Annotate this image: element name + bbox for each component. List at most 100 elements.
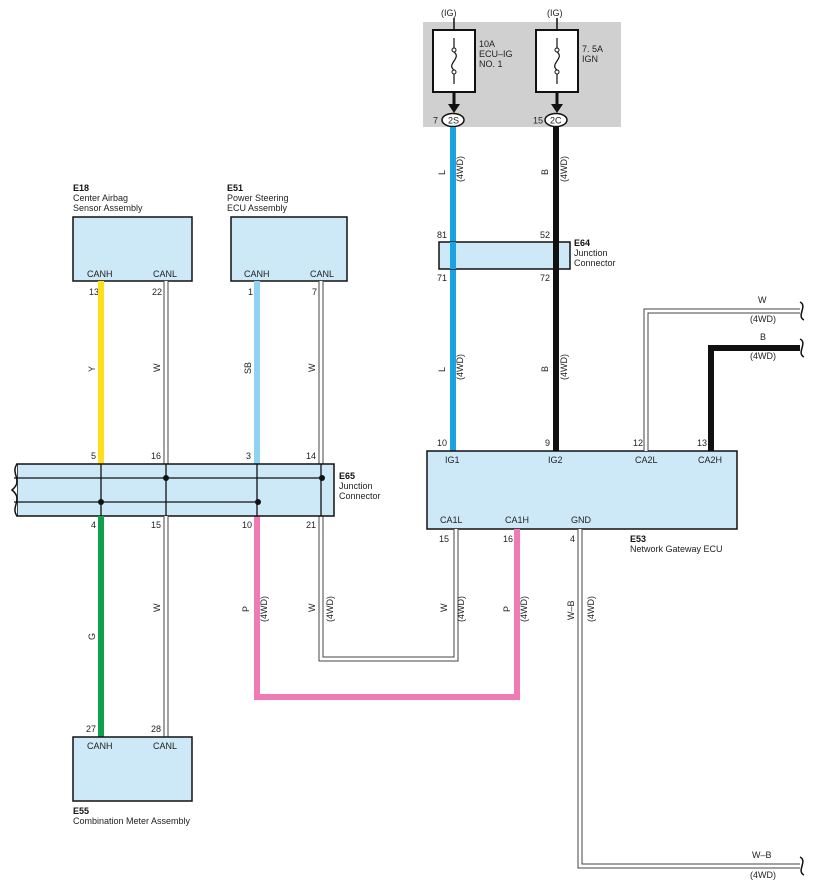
e51-name2: ECU Assembly xyxy=(227,203,288,213)
e53-code: E53 xyxy=(630,534,646,544)
e51-name1: Power Steering xyxy=(227,193,289,203)
e51-power-steering-ecu xyxy=(230,216,348,282)
e65-splice-dot xyxy=(255,499,261,505)
wire-p-ca1h xyxy=(254,516,520,700)
e53-pin-ca1l: CA1L xyxy=(440,515,463,525)
break-mark-w-icon xyxy=(799,301,805,321)
e55-pin-canl: CANL xyxy=(153,741,177,751)
e53-name: Network Gateway ECU xyxy=(630,544,723,554)
wire-variant-wb-right: (4WD) xyxy=(750,870,776,880)
e64-pin-72: 72 xyxy=(540,273,550,283)
wire-label-w-e51: W xyxy=(307,363,317,372)
e53-pin-ca1h: CA1H xyxy=(505,515,529,525)
wire-b-ca2h xyxy=(708,345,800,451)
fuse2-supply: (IG) xyxy=(547,8,563,18)
e65-pin-4: 4 xyxy=(91,520,96,530)
e65-pin-5: 5 xyxy=(91,451,96,461)
wire-variant-p-ca1h: (4WD) xyxy=(519,596,529,622)
wire-label-wb-right: W–B xyxy=(752,850,772,860)
wire-label-w-ca2l: W xyxy=(758,295,767,305)
e53-pin-gnd: GND xyxy=(571,515,592,525)
e65-code: E65 xyxy=(339,471,355,481)
e53-num-ig2: 9 xyxy=(545,438,550,448)
wire-label-p-e65-10: P xyxy=(241,606,251,612)
wire-label-g: G xyxy=(87,633,97,640)
wire-label-w-ca1l: W xyxy=(439,603,449,612)
wire-label-l-upper: L xyxy=(437,170,447,175)
e65-pin-16: 16 xyxy=(151,451,161,461)
e53-num-ca2h: 13 xyxy=(697,438,707,448)
e53-num-ca2l: 12 xyxy=(633,438,643,448)
e64-pin-81: 81 xyxy=(437,230,447,240)
wire-label-sb: SB xyxy=(243,362,253,374)
wire-label-p-ca1h: P xyxy=(502,606,512,612)
fuse1-supply: (IG) xyxy=(441,8,457,18)
e65-pin-3: 3 xyxy=(246,451,251,461)
e64-name1: Junction xyxy=(574,248,608,258)
fuse2-connector xyxy=(544,112,568,128)
wire-variant-w-e65-21: (4WD) xyxy=(325,596,335,622)
e65-pin-15: 15 xyxy=(151,520,161,530)
e55-code: E55 xyxy=(73,806,89,816)
e18-name2: Sensor Assembly xyxy=(73,203,143,213)
break-mark-wb-icon xyxy=(799,856,805,876)
wire-label-b-ca2h: B xyxy=(760,332,766,342)
wire-label-wb-vertical: W–B xyxy=(566,600,576,620)
e53-network-gateway-ecu xyxy=(426,450,738,530)
e65-splice-dot xyxy=(98,499,104,505)
wire-variant-wb-vertical: (4WD) xyxy=(586,596,596,622)
e51-num-canh: 1 xyxy=(248,287,253,297)
e18-pin-canh: CANH xyxy=(87,269,113,279)
e65-junction-connector xyxy=(16,463,335,517)
e64-connector xyxy=(438,241,571,270)
wire-w-ca2l xyxy=(643,308,800,451)
fuse1-connector xyxy=(441,112,465,128)
e55-num-canh: 27 xyxy=(86,724,96,734)
wire-variant-b-upper: (4WD) xyxy=(559,156,569,182)
e51-pin-canh: CANH xyxy=(244,269,270,279)
wire-variant-w-ca1l: (4WD) xyxy=(456,596,466,622)
e53-num-gnd: 4 xyxy=(570,534,575,544)
wire-variant-w-ca2l: (4WD) xyxy=(750,314,776,324)
wire-label-y: Y xyxy=(87,366,97,372)
fuse2-arrow-icon xyxy=(551,104,563,113)
e65-break-icon xyxy=(10,463,18,517)
e18-pin-canl: CANL xyxy=(153,269,177,279)
wire-variant-b-ca2h: (4WD) xyxy=(750,351,776,361)
e51-pin-canl: CANL xyxy=(310,269,334,279)
wire-label-w-e18: W xyxy=(152,363,162,372)
wire-variant-l-upper: (4WD) xyxy=(455,156,465,182)
e53-pin-ig2: IG2 xyxy=(548,455,563,465)
e18-num-canh: 13 xyxy=(89,287,99,297)
e55-combination-meter xyxy=(72,736,193,802)
e18-center-airbag-sensor xyxy=(72,216,193,282)
e65-name2: Connector xyxy=(339,491,381,501)
wire-label-w-e55: W xyxy=(152,603,162,612)
fuse1-connector-label: 2S xyxy=(448,116,459,126)
e51-code: E51 xyxy=(227,183,243,193)
e65-pin-10: 10 xyxy=(242,520,252,530)
e18-code: E18 xyxy=(73,183,89,193)
fuse1-arrow-icon xyxy=(448,104,460,113)
e51-num-canl: 7 xyxy=(312,287,317,297)
fuse2-icon xyxy=(554,38,560,84)
e53-pin-ca2h: CA2H xyxy=(698,455,722,465)
wire-variant-l-lower: (4WD) xyxy=(455,354,465,380)
e55-name: Combination Meter Assembly xyxy=(73,816,191,826)
wire-label-l-lower: L xyxy=(437,367,447,372)
fuse1-rating: 10A xyxy=(479,39,495,49)
fuse1-name: ECU–IG xyxy=(479,49,513,59)
e18-name1: Center Airbag xyxy=(73,193,128,203)
e53-num-ig1: 10 xyxy=(437,438,447,448)
e64-name2: Connector xyxy=(574,258,616,268)
fuse1-name2: NO. 1 xyxy=(479,59,503,69)
fuse2-name: IGN xyxy=(582,54,598,64)
e65-splice-dot xyxy=(163,475,169,481)
wire-label-b-upper: B xyxy=(540,169,550,175)
wire-label-b-lower: B xyxy=(540,366,550,372)
e65-pin-21: 21 xyxy=(306,520,316,530)
wire-wb-gnd xyxy=(577,529,800,869)
e53-pin-ig1: IG1 xyxy=(445,455,460,465)
break-mark-b-icon xyxy=(799,338,805,358)
